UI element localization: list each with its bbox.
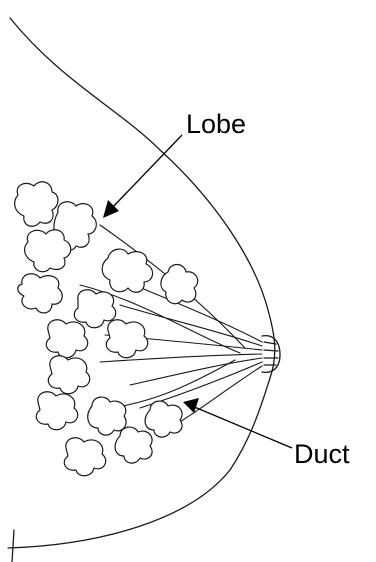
lobes xyxy=(15,182,198,476)
lobe-11 xyxy=(36,392,77,430)
lobe-label: Lobe xyxy=(186,109,246,139)
lobe-5 xyxy=(102,249,152,292)
nipple xyxy=(262,336,280,373)
lobe-4 xyxy=(18,274,63,313)
lobe-7 xyxy=(74,290,115,328)
chest-wall-line xyxy=(12,530,14,562)
lobe-13 xyxy=(64,438,105,476)
lobe-14 xyxy=(115,427,152,463)
lobe-8 xyxy=(46,320,87,358)
lobe-3 xyxy=(25,230,71,272)
lobe-6 xyxy=(161,265,198,304)
duct-label: Duct xyxy=(294,439,350,469)
lobe-12 xyxy=(88,397,126,435)
lobe-10 xyxy=(48,356,89,394)
duct-arrow xyxy=(183,398,292,448)
lobe-arrow xyxy=(103,135,182,218)
lobe-1 xyxy=(15,182,58,227)
lobe-15 xyxy=(145,401,182,437)
lobe-9 xyxy=(106,320,147,358)
ducts xyxy=(80,225,262,425)
